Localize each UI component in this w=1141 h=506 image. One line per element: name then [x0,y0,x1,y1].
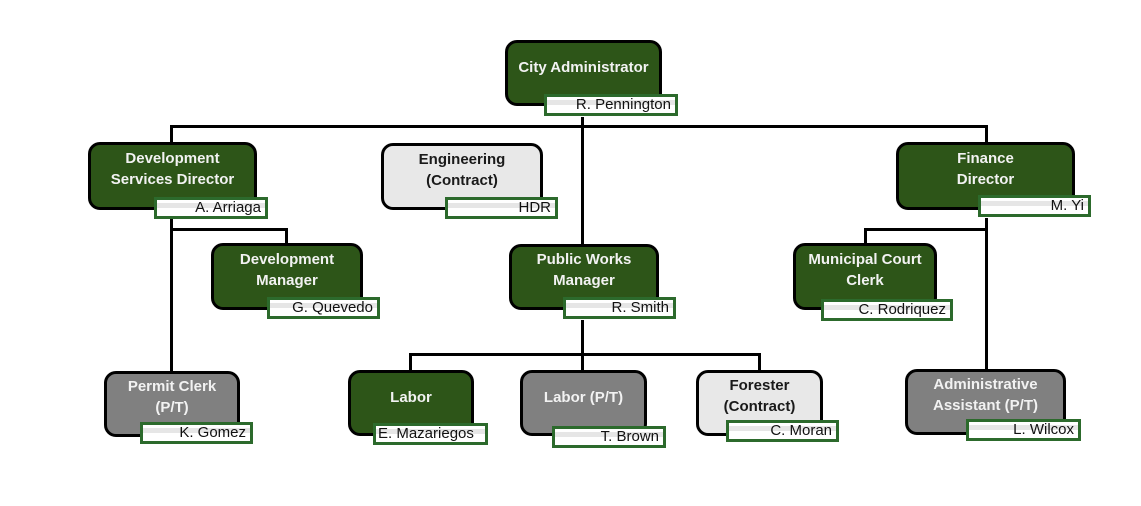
name-tag-engineering: HDR [445,197,558,219]
name-tag-municipal-court-clerk: C. Rodriquez [821,299,953,321]
node-title: Permit Clerk (P/T) [127,378,217,416]
name-tag-labor-pt: T. Brown [552,426,666,448]
node-title: Development Services Director [110,150,235,188]
name-tag-public-works-manager: R. Smith [563,297,676,319]
connector-dev-branch [170,228,288,231]
name-tag-forester: C. Moran [726,420,839,442]
node-title: City Administrator [518,58,649,76]
node-title: Labor (P/T) [543,388,624,406]
name-tag-administrative-assistant: L. Wilcox [966,419,1081,441]
connector-to-dev-manager [285,228,288,246]
connector-fin-trunk [985,218,988,371]
connector-pw-trunk [581,320,584,355]
name-tag-city-administrator: R. Pennington [544,94,678,116]
node-title: Public Works Manager [536,251,632,289]
connector-to-labor-pt [581,353,584,373]
connector-top-bus [170,125,988,128]
connector-to-court-clerk [864,228,867,246]
connector-admin-trunk [581,117,584,247]
connector-to-finance [985,125,988,145]
name-tag-labor: E. Mazariegos [373,423,488,445]
connector-pw-bus [409,353,761,356]
node-title: Administrative Assistant (P/T) [932,376,1038,414]
name-tag-development-services-director: A. Arriaga [154,197,268,219]
node-title: Labor [390,388,432,406]
connector-fin-branch [864,228,988,231]
connector-dev-trunk [170,218,173,373]
name-tag-finance-director: M. Yi [978,195,1091,217]
connector-to-forester [758,353,761,373]
node-title: Municipal Court Clerk [808,250,922,289]
connector-to-dev-director [170,125,173,145]
node-title: Forester (Contract) [723,377,796,415]
connector-to-labor [409,353,412,373]
name-tag-development-manager: G. Quevedo [267,297,380,319]
node-title: Development Manager [239,250,335,289]
node-title: Engineering (Contract) [418,150,506,189]
node-title: Finance Director [956,150,1015,188]
node-labor-pt[interactable]: Labor (P/T) [520,370,647,436]
name-tag-permit-clerk: K. Gomez [140,422,253,444]
